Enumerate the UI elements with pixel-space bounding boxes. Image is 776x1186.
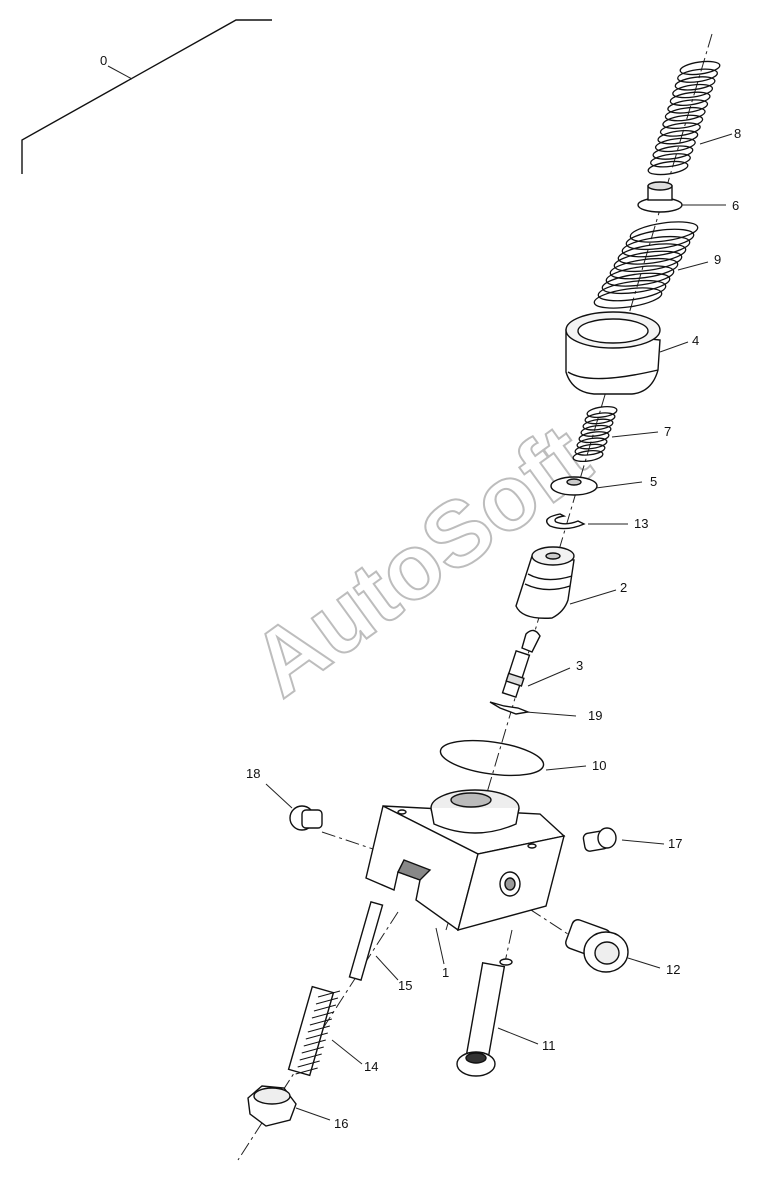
- plunger-part-3: [501, 629, 541, 698]
- barrel-part-2: [515, 546, 575, 619]
- plug-part-17: [582, 827, 617, 852]
- callout-17: 17: [668, 836, 682, 851]
- circlip-part-13: [546, 513, 586, 530]
- callout-7: 7: [664, 424, 671, 439]
- spring-part-7: [572, 405, 618, 463]
- callout-18: 18: [246, 766, 260, 781]
- callout-10: 10: [592, 758, 606, 773]
- housing-part-1: [365, 789, 566, 932]
- callout-16: 16: [334, 1116, 348, 1131]
- spring-seat-part-6: [637, 181, 683, 213]
- plug-part-12: [565, 919, 629, 973]
- bolt-part-11: [456, 958, 513, 1077]
- callout-5: 5: [650, 474, 657, 489]
- washer-part-5: [550, 476, 598, 496]
- callout-4: 4: [692, 333, 699, 348]
- callout-15: 15: [398, 978, 412, 993]
- plug-part-18: [289, 805, 323, 831]
- callout-2: 2: [620, 580, 627, 595]
- callout-11: 11: [542, 1038, 556, 1053]
- callout-3: 3: [576, 658, 583, 673]
- callout-19: 19: [588, 708, 602, 723]
- callout-12: 12: [666, 962, 680, 977]
- group-label: 0: [100, 53, 107, 68]
- callout-1: 1: [442, 965, 449, 980]
- callout-8: 8: [734, 126, 741, 141]
- callout-13: 13: [634, 516, 648, 531]
- nut-part-16: [247, 1085, 297, 1127]
- group-bracket: [21, 19, 272, 174]
- cup-part-4: [565, 311, 661, 395]
- callout-6: 6: [732, 198, 739, 213]
- callout-14: 14: [364, 1059, 378, 1074]
- spring-part-9: [593, 221, 699, 309]
- shim-part-19: [489, 701, 531, 715]
- stud-part-14: [287, 985, 341, 1077]
- pin-part-15: [348, 900, 384, 982]
- callout-labels: 0 8 6 9 4 7 5 13 2 3 19 10 17 12 11 1 15…: [100, 53, 741, 1131]
- o-ring-part-10: [439, 739, 545, 777]
- callout-9: 9: [714, 252, 721, 267]
- spring-part-8: [647, 60, 721, 176]
- leader-lines: [265, 133, 733, 1121]
